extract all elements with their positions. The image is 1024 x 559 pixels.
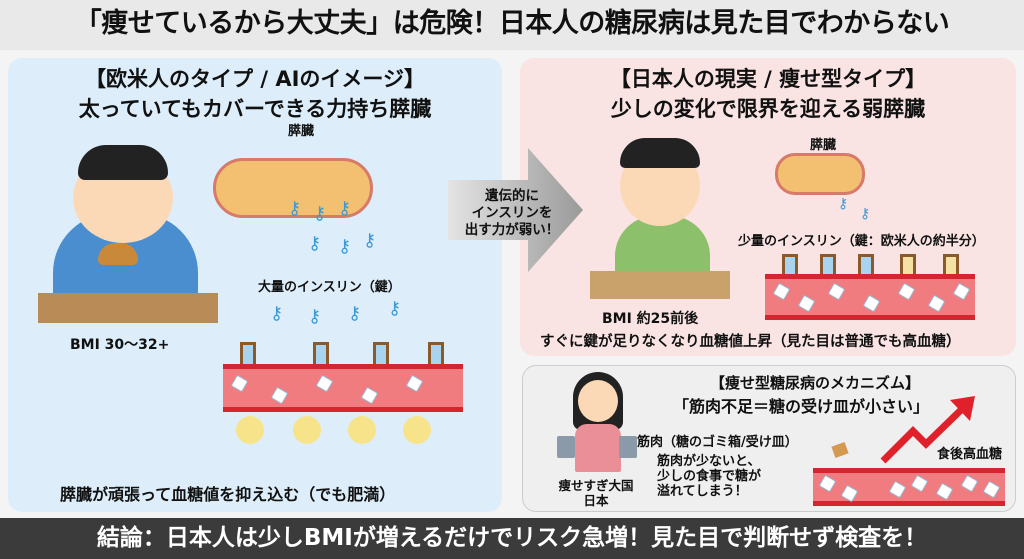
western-type-panel: 【欧米人のタイプ / AIのイメージ】 太っていてもカバーできる力持ち膵臓 BM… xyxy=(8,58,502,512)
cell-icon xyxy=(348,416,376,444)
japanese-insulin-label: 少量のインスリン（鍵：欧米人の約半分） xyxy=(738,234,985,249)
western-pancreas-label: 膵臓 xyxy=(288,124,315,139)
weak-pancreas-illustration xyxy=(775,153,865,195)
explain-line: 少しの食事で糖が xyxy=(657,469,762,484)
rising-arrow-icon xyxy=(880,396,975,464)
key-icon: ⚷ xyxy=(348,303,362,324)
japanese-type-panel: 【日本人の現実 / 痩せ型タイプ】 少しの変化で限界を迎える弱膵臓 BMI 約2… xyxy=(520,58,1016,356)
japanese-caption: すぐに鍵が足りなくなり血糖値上昇（見た目は普通でも高血糖） xyxy=(540,334,961,350)
slim-woman-illustration xyxy=(563,372,633,472)
key-icon: ⚷ xyxy=(288,198,302,219)
muscle-label: 筋肉（糖のゴミ箱/受け皿） xyxy=(637,435,798,450)
trash-bin-icon xyxy=(557,436,575,458)
western-heading: 【欧米人のタイプ / AIのイメージ】 xyxy=(85,67,425,91)
key-icon: ⚷ xyxy=(313,203,327,224)
blood-vessel xyxy=(223,364,463,412)
cell-icon xyxy=(236,416,264,444)
person-label-line: 日本 xyxy=(583,493,609,508)
key-icon: ⚷ xyxy=(838,196,849,212)
japanese-heading: 【日本人の現実 / 痩せ型タイプ】 xyxy=(609,67,927,91)
key-icon: ⚷ xyxy=(363,230,377,251)
mechanism-heading: 【痩せ型糖尿病のメカニズム】 xyxy=(709,374,920,392)
cell-icon xyxy=(403,416,431,444)
western-bmi: BMI 30〜32+ xyxy=(70,337,170,353)
cell-icon xyxy=(293,416,321,444)
blood-vessel xyxy=(813,468,1005,506)
spike-label: 食後高血糖 xyxy=(937,447,1003,462)
blood-vessel xyxy=(765,274,975,320)
western-insulin-label: 大量のインスリン（鍵） xyxy=(258,280,401,295)
mechanism-subheading: 「筋肉不足＝糖の受け皿が小さい」 xyxy=(672,397,929,416)
mechanism-explanation: 筋肉が少ないと、 少しの食事で糖が 溢れてしまう！ xyxy=(657,454,761,499)
arrow-text-line: 遺伝的に xyxy=(485,188,539,204)
conclusion-banner: 結論：日本人は少しBMIが増えるだけでリスク急増！見た目で判断せず検査を！ xyxy=(0,518,1024,559)
explain-line: 筋肉が少ないと、 xyxy=(657,454,761,469)
key-icon: ⚷ xyxy=(308,233,322,254)
mechanism-panel: 【痩せ型糖尿病のメカニズム】 「筋肉不足＝糖の受け皿が小さい」 痩せすぎ大国 日… xyxy=(522,365,1016,512)
explain-line: 溢れてしまう！ xyxy=(657,484,748,499)
key-icon: ⚷ xyxy=(388,298,402,319)
japanese-subheading: 少しの変化で限界を迎える弱膵臓 xyxy=(610,97,926,121)
key-icon: ⚷ xyxy=(860,206,871,222)
sugar-box-icon xyxy=(831,441,849,459)
fat-person-illustration xyxy=(38,143,218,323)
key-icon: ⚷ xyxy=(338,236,352,257)
genetic-weakness-text: 遺伝的に インスリンを 出す力が弱い！ xyxy=(452,188,572,239)
key-icon: ⚷ xyxy=(270,303,284,324)
trash-bin-icon xyxy=(619,436,637,458)
person-label: 痩せすぎ大国 日本 xyxy=(551,478,641,508)
page-title: 「痩せているから大丈夫」は危険！日本人の糖尿病は見た目でわからない xyxy=(0,0,1024,50)
person-label-line: 痩せすぎ大国 xyxy=(558,478,634,493)
strong-pancreas-illustration xyxy=(213,158,373,218)
arrow-text-line: 出す力が弱い！ xyxy=(464,222,560,238)
western-caption: 膵臓が頑張って血糖値を抑え込む（でも肥満） xyxy=(60,485,396,504)
japanese-bmi: BMI 約25前後 xyxy=(602,311,699,327)
arrow-icon xyxy=(448,148,583,272)
key-icon: ⚷ xyxy=(308,306,322,327)
key-icon: ⚷ xyxy=(338,198,352,219)
western-subheading: 太っていてもカバーできる力持ち膵臓 xyxy=(78,97,432,121)
arrow-text-line: インスリンを xyxy=(471,205,553,221)
slim-person-illustration xyxy=(590,136,730,306)
japanese-pancreas-label: 膵臓 xyxy=(810,138,837,153)
